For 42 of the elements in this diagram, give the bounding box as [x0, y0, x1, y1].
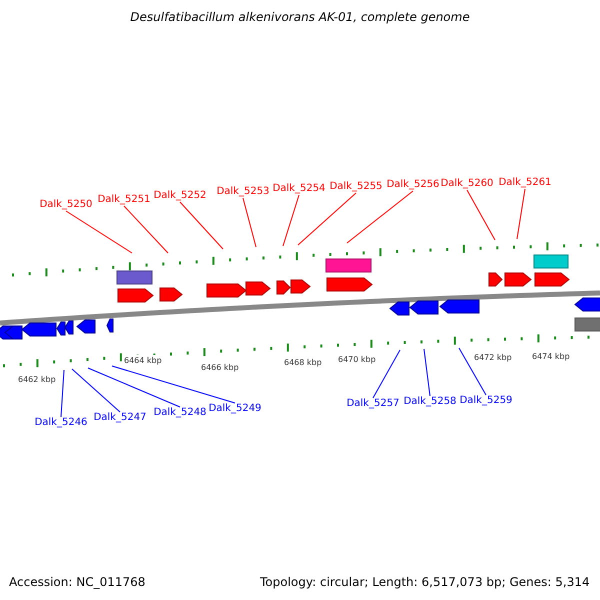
leader-line — [112, 366, 236, 404]
gene-label: Dalk_5259 — [460, 395, 512, 407]
gene-label: Dalk_5254 — [272, 183, 326, 195]
axis-tick-label: 6474 kbp — [532, 351, 570, 363]
leader-line — [298, 192, 356, 246]
leader-line — [282, 194, 300, 246]
leader-line — [88, 368, 180, 408]
gene-label: Dalk_5255 — [330, 181, 382, 193]
gene-label: Dalk_5253 — [216, 186, 270, 198]
leader-line — [466, 190, 496, 240]
leader-line — [458, 348, 486, 396]
leader-line — [180, 202, 224, 250]
gene-label: Dalk_5251 — [98, 194, 150, 206]
gene-label: Dalk_5250 — [40, 199, 92, 211]
axis-tick-label: 6470 kbp — [338, 354, 376, 366]
footer-text: Topology: circular; Length: 6,517,073 bp; Genes: 5,314 — [260, 576, 590, 588]
leader-line — [124, 206, 168, 254]
footer-text: Accession: NC_011768 — [9, 576, 146, 588]
axis-tick-label: 6464 kbp — [124, 355, 162, 367]
leader-line — [72, 368, 120, 412]
axis-tick-label: 6468 kbp — [284, 357, 322, 369]
leader-line — [424, 348, 430, 396]
leader-line — [60, 370, 64, 418]
axis-tick-label: 6466 kbp — [201, 362, 239, 374]
leader-line — [242, 198, 256, 248]
gene-label: Dalk_5252 — [154, 190, 206, 202]
leader-line — [66, 210, 132, 254]
leader-line — [346, 190, 414, 244]
gene-label: Dalk_5248 — [154, 407, 206, 419]
leader-line — [372, 350, 400, 398]
axis-tick-label: 6472 kbp — [474, 352, 512, 364]
gene-label: Dalk_5261 — [498, 177, 552, 189]
leader-line — [516, 188, 526, 240]
gene-label: Dalk_5246 — [34, 417, 88, 429]
gene-label: Dalk_5260 — [440, 178, 494, 190]
gene-label: Dalk_5257 — [346, 398, 400, 410]
gene-label: Dalk_5256 — [386, 179, 440, 191]
chart-title: Desulfatibacillum alkenivorans AK-01, complete genome — [129, 11, 471, 23]
axis-tick-label: 6462 kbp — [18, 374, 56, 386]
gene-label: Dalk_5247 — [94, 412, 146, 424]
gene-label: Dalk_5249 — [208, 403, 262, 415]
gene-label: Dalk_5258 — [404, 396, 456, 408]
